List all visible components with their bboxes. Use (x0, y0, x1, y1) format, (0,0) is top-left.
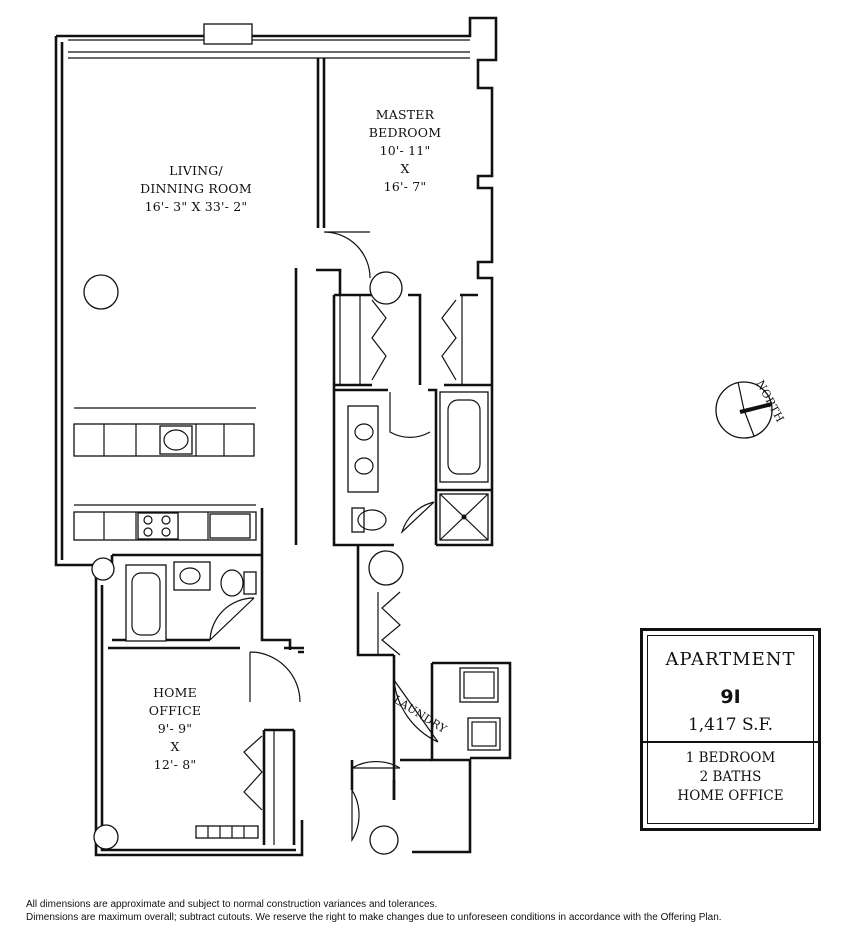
feature-bedrooms: 1 BEDROOM (685, 750, 776, 766)
home-office-name-line2: OFFICE (148, 703, 202, 718)
master-bedroom-dim1: 10'- 11" (379, 143, 431, 158)
compass-icon (715, 381, 773, 439)
disclaimer-footnote: All dimensions are approximate and subje… (26, 898, 722, 924)
doors (209, 231, 439, 843)
apartment-divider (643, 741, 818, 743)
columns (83, 271, 404, 855)
apartment-info-inner-border (647, 635, 814, 824)
home-office-name-line1: HOME (153, 685, 197, 700)
home-office-dim1: 9'- 9" (157, 721, 193, 736)
laundry-appliances (459, 667, 501, 751)
home-office-label: HOME OFFICE 9'- 9" X 12'- 8" (125, 684, 225, 774)
home-office-x: X (170, 739, 180, 754)
master-bedroom-dim2: 16'- 7" (383, 179, 427, 194)
apartment-features: 1 BEDROOM 2 BATHS HOME OFFICE (643, 749, 818, 806)
kitchen-counter (73, 504, 257, 541)
north-windows (68, 23, 470, 59)
apartment-title: APARTMENT (665, 649, 796, 670)
master-bedroom-x: X (400, 161, 410, 176)
master-bedroom-name-line1: MASTER (375, 107, 435, 122)
feature-office: HOME OFFICE (677, 788, 784, 804)
exterior-walls (54, 16, 512, 857)
living-room-name-line2: DINNING ROOM (140, 181, 252, 196)
master-bedroom-name-line2: BEDROOM (368, 125, 442, 140)
kitchen-island (73, 407, 256, 457)
apartment-info-box: APARTMENT 9I 1,417 S.F. 1 BEDROOM 2 BATH… (640, 628, 821, 831)
living-room-name-line1: LIVING/ (169, 163, 223, 178)
master-bedroom-label: MASTER BEDROOM 10'- 11" X 16'- 7" (355, 106, 455, 196)
master-bath-fixtures (347, 391, 489, 541)
second-bath-fixtures (125, 561, 257, 642)
living-room-label: LIVING/ DINNING ROOM 16'- 3" X 33'- 2" (126, 162, 266, 216)
apartment-area: 1,417 S.F. (687, 715, 774, 735)
disclaimer-line1: All dimensions are approximate and subje… (26, 899, 438, 910)
closet-doors (243, 295, 463, 845)
apartment-number: 9I (720, 686, 741, 708)
interior-walls (108, 58, 492, 845)
disclaimer-line2: Dimensions are maximum overall; subtract… (26, 912, 722, 923)
home-office-dim2: 12'- 8" (153, 757, 197, 772)
office-shelf (195, 825, 259, 839)
feature-baths: 2 BATHS (699, 769, 762, 785)
living-room-dimensions: 16'- 3" X 33'- 2" (144, 199, 248, 214)
